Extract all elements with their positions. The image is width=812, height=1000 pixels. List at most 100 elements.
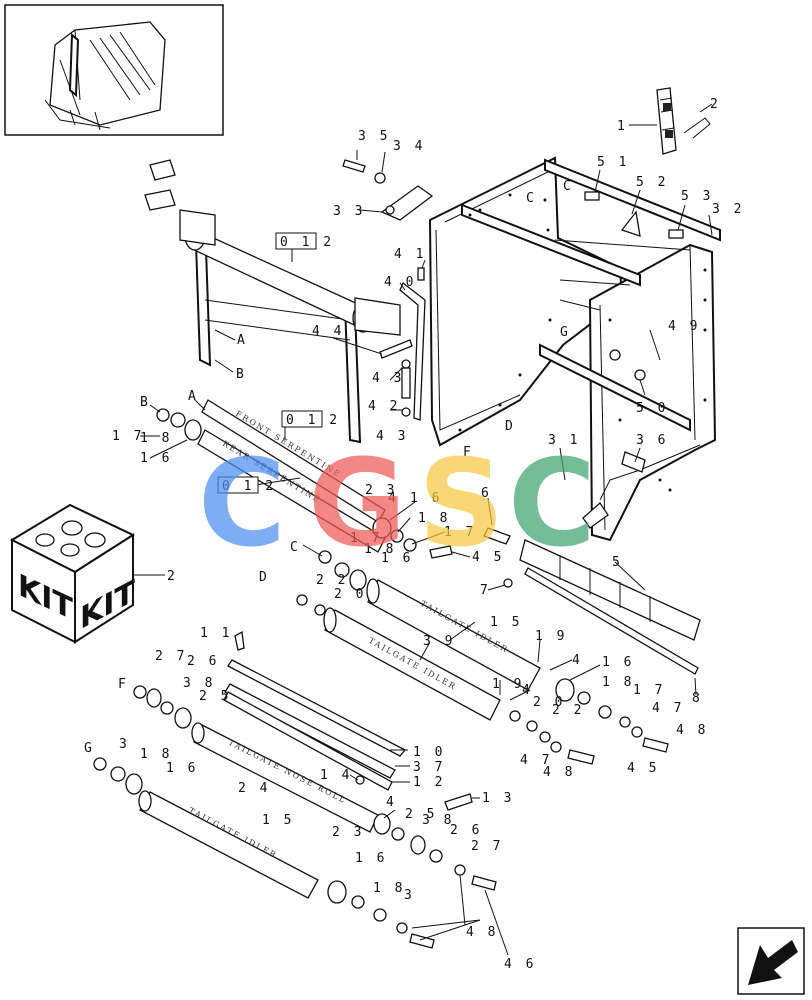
callout-22-a: 2 2 [316, 573, 348, 588]
boxed-label-012-a: 0 1 2 [280, 235, 334, 250]
part-34-washer [374, 172, 386, 184]
callout-41: 4 1 [394, 247, 426, 262]
part-7-nut [503, 578, 513, 588]
callout-44: 4 4 [312, 324, 344, 339]
callout-14: 1 4 [320, 768, 352, 783]
callout-39: 3 9 [423, 634, 455, 649]
callout-17-b: 1 7 [444, 525, 476, 540]
part-3-a [93, 757, 107, 771]
callout-4-a: 4 [388, 491, 399, 506]
part-10-strip [227, 659, 407, 757]
callout-38-b: 3 8 [422, 813, 454, 828]
callout-26-a: 2 6 [187, 654, 219, 669]
callout-1: 1 [617, 119, 628, 134]
part-25-a [174, 707, 192, 729]
part-16-bearing-d [555, 678, 575, 702]
part-25-b [373, 813, 391, 835]
part-3-b [373, 908, 387, 922]
boxed-label-012-b: 0 1 2 [286, 413, 340, 428]
kit-parts-icon [35, 520, 106, 557]
callout-46: 4 6 [504, 957, 536, 972]
callout-15-a: 1 5 [490, 615, 522, 630]
watermark-letter-c-green: C [508, 435, 596, 574]
part-48-washer-b [550, 741, 562, 753]
callout-8: 8 [692, 691, 703, 706]
callout-18-f: 1 8 [373, 881, 405, 896]
callout-40: 4 0 [384, 275, 416, 290]
callout-10: 1 0 [413, 745, 445, 760]
callout-18-d: 1 8 [602, 675, 634, 690]
callout-2: 2 [710, 97, 721, 112]
callout-27-a: 2 7 [155, 649, 187, 664]
watermark-letter-c-blue: C [198, 435, 286, 574]
callout-43-a: 4 3 [372, 371, 404, 386]
callout-27-b: 2 7 [471, 839, 503, 854]
watermark-letter-s-yellow: S [418, 435, 504, 574]
part-16-bearing-e [125, 773, 143, 795]
part-27-a [133, 685, 147, 699]
callout-labels: 1 2 3 5 3 4 3 3 5 1 5 2 5 3 3 2 C C 4 1 … [84, 97, 744, 972]
part-45-bolt-a [429, 545, 453, 559]
callout-3-a: 3 [119, 737, 130, 752]
callout-17-a: 1 7 [112, 429, 144, 444]
watermark-letter-g-red: G [308, 435, 407, 574]
part-35-bolt [342, 159, 366, 173]
callout-20-a: 2 0 [334, 587, 366, 602]
part-18-bearing-d [577, 691, 591, 705]
part-44-clip [379, 339, 413, 359]
callout-5: 5 [612, 555, 623, 570]
callout-48-b: 4 8 [543, 765, 575, 780]
callout-7: 7 [480, 583, 491, 598]
part-12-strip [223, 691, 393, 791]
part-37-strip [224, 683, 396, 779]
part-46-bolt-b [471, 875, 497, 891]
callout-16-b: 1 6 [410, 491, 442, 506]
part-45-bolt-b [642, 737, 669, 753]
callout-45-a: 4 5 [472, 550, 504, 565]
part-18-bearing-e [110, 766, 126, 782]
front-frame [144, 159, 401, 444]
part-26-b [410, 835, 426, 855]
thumbnail-inset [4, 4, 224, 136]
part-26-a [146, 688, 162, 708]
callout-48-a: 4 8 [676, 723, 708, 738]
part-13-bolt [444, 793, 473, 811]
part-52-decal [620, 210, 641, 237]
callout-D-1: D [505, 419, 516, 434]
part-48-washer-c [396, 922, 408, 934]
callout-43-b: 4 3 [376, 429, 408, 444]
callout-48-c: 4 8 [466, 925, 498, 940]
part-40-rod [399, 281, 426, 421]
callout-17-d: 1 7 [633, 683, 665, 698]
callout-4-b: 4 [572, 653, 583, 668]
callout-53: 5 3 [681, 189, 713, 204]
callout-32: 3 2 [712, 202, 744, 217]
part-20-b [509, 710, 521, 722]
part-53-label [668, 229, 684, 239]
callout-42: 4 2 [368, 399, 400, 414]
part-18-bearing-b [390, 529, 404, 543]
frame-holes [458, 193, 707, 492]
callout-16-d: 1 6 [602, 655, 634, 670]
callout-G-1: G [560, 325, 571, 340]
callout-6: 6 [481, 486, 492, 501]
baler-thumbnail-icon [44, 21, 166, 131]
part-27-b [429, 849, 443, 863]
tailgate-idler-roller-c: TAILGATE IDLER [138, 790, 319, 899]
part-16-bearing-f [327, 880, 347, 904]
callout-18-a: 1 8 [140, 431, 172, 446]
callout-4-c: 4 [522, 683, 533, 698]
callout-18-e: 1 8 [140, 747, 172, 762]
callout-15-b: 1 5 [262, 813, 294, 828]
callout-50: 5 0 [636, 401, 668, 416]
part-38-b [391, 827, 405, 841]
callout-2-kit: 2 [167, 569, 178, 584]
callout-31: 3 1 [548, 433, 580, 448]
navigation-arrow-icon[interactable] [737, 927, 805, 995]
part-16-bearing-a [184, 419, 202, 441]
callout-34: 3 4 [393, 139, 425, 154]
part-22-b [526, 720, 538, 732]
callout-G-2: G [84, 741, 95, 756]
part-16-bearing-c [349, 569, 367, 591]
